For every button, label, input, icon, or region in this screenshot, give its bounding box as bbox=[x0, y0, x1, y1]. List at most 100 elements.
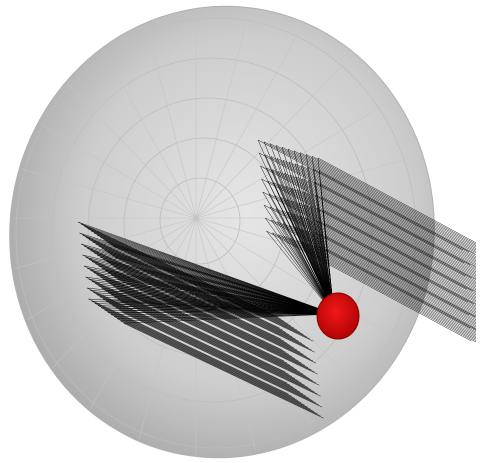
light-ray bbox=[319, 234, 477, 319]
light-ray bbox=[110, 314, 311, 410]
light-ray bbox=[311, 156, 477, 245]
light-ray bbox=[268, 193, 474, 304]
light-ray bbox=[85, 256, 335, 315]
light-ray bbox=[98, 265, 335, 315]
light-ray bbox=[104, 309, 335, 315]
light-ray bbox=[295, 163, 477, 261]
light-ray bbox=[98, 305, 335, 315]
light-ray bbox=[91, 281, 335, 315]
light-ray bbox=[316, 208, 477, 294]
dish-spoke bbox=[195, 48, 359, 219]
light-ray bbox=[99, 296, 300, 393]
light-ray bbox=[91, 300, 292, 397]
light-ray bbox=[320, 183, 477, 268]
light-ray bbox=[281, 210, 477, 315]
light-ray bbox=[87, 267, 335, 315]
light-ray bbox=[266, 167, 472, 278]
light-ray bbox=[123, 313, 335, 324]
light-ray bbox=[260, 165, 466, 277]
light-ray bbox=[96, 254, 298, 351]
light-ray bbox=[302, 178, 477, 272]
light-ray bbox=[106, 241, 307, 338]
light-ray bbox=[98, 285, 335, 315]
dish-spoke bbox=[0, 217, 197, 339]
light-ray bbox=[267, 180, 473, 291]
light-ray bbox=[269, 206, 476, 317]
light-ray bbox=[317, 221, 477, 307]
light-ray bbox=[101, 287, 335, 315]
light-ray bbox=[313, 232, 477, 320]
light-ray bbox=[266, 230, 472, 342]
light-ray bbox=[287, 148, 477, 251]
light-ray bbox=[286, 199, 477, 301]
light-ray bbox=[279, 184, 477, 290]
light-ray bbox=[320, 247, 477, 331]
light-ray bbox=[86, 287, 335, 315]
light-ray bbox=[261, 178, 467, 290]
light-ray bbox=[93, 292, 335, 315]
light-ray bbox=[319, 170, 477, 256]
light-ray bbox=[289, 225, 477, 326]
light-ray bbox=[123, 322, 324, 419]
light-ray bbox=[323, 222, 477, 305]
light-ray bbox=[309, 193, 477, 283]
light-ray bbox=[90, 270, 335, 315]
light-ray bbox=[271, 219, 335, 315]
light-ray bbox=[93, 272, 335, 315]
light-ray bbox=[299, 215, 477, 311]
light-ray bbox=[101, 307, 302, 404]
light-ray bbox=[302, 241, 477, 336]
light-ray bbox=[96, 254, 335, 315]
light-ray bbox=[297, 189, 477, 286]
ray-bundle-left bbox=[77, 221, 335, 419]
light-ray bbox=[85, 276, 335, 315]
light-ray bbox=[94, 303, 335, 315]
light-ray bbox=[103, 239, 304, 335]
light-ray bbox=[293, 213, 477, 312]
dish-spoke bbox=[195, 10, 312, 219]
light-ray bbox=[99, 296, 335, 315]
light-ray bbox=[95, 283, 335, 315]
light-ray bbox=[101, 307, 335, 315]
light-ray bbox=[104, 289, 305, 386]
dish-ring bbox=[159, 177, 241, 265]
light-ray bbox=[277, 221, 477, 329]
light-ray bbox=[90, 270, 291, 366]
light-ray bbox=[305, 217, 477, 309]
light-ray bbox=[99, 276, 335, 315]
light-ray bbox=[311, 219, 477, 308]
light-ray bbox=[107, 311, 335, 315]
light-ray bbox=[273, 182, 477, 292]
light-ray bbox=[263, 141, 470, 252]
light-ray bbox=[284, 173, 477, 277]
light-ray bbox=[117, 318, 318, 415]
light-ray bbox=[313, 169, 477, 257]
light-ray bbox=[91, 281, 292, 377]
light-ray bbox=[114, 316, 315, 412]
light-ray bbox=[321, 196, 477, 280]
light-ray bbox=[317, 157, 477, 243]
light-ray bbox=[96, 294, 335, 315]
light-ray bbox=[107, 311, 308, 408]
light-ray bbox=[305, 154, 477, 246]
light-ray bbox=[292, 200, 477, 300]
light-ray bbox=[296, 176, 477, 274]
light-ray bbox=[88, 298, 289, 395]
light-ray bbox=[122, 311, 323, 408]
light-ray bbox=[104, 309, 305, 406]
light-ray bbox=[281, 147, 477, 252]
light-ray bbox=[285, 186, 477, 289]
dish-spoke bbox=[136, 217, 197, 450]
light-ray bbox=[82, 254, 335, 315]
light-ray bbox=[303, 191, 477, 285]
light-ray bbox=[289, 161, 477, 263]
light-ray bbox=[117, 313, 335, 320]
light-ray bbox=[92, 261, 335, 315]
light-ray bbox=[263, 204, 470, 316]
dish-ring bbox=[51, 57, 373, 403]
dish-spoke bbox=[33, 217, 197, 388]
light-ray bbox=[100, 256, 335, 315]
light-ray bbox=[274, 195, 477, 304]
light-ray bbox=[304, 204, 477, 297]
